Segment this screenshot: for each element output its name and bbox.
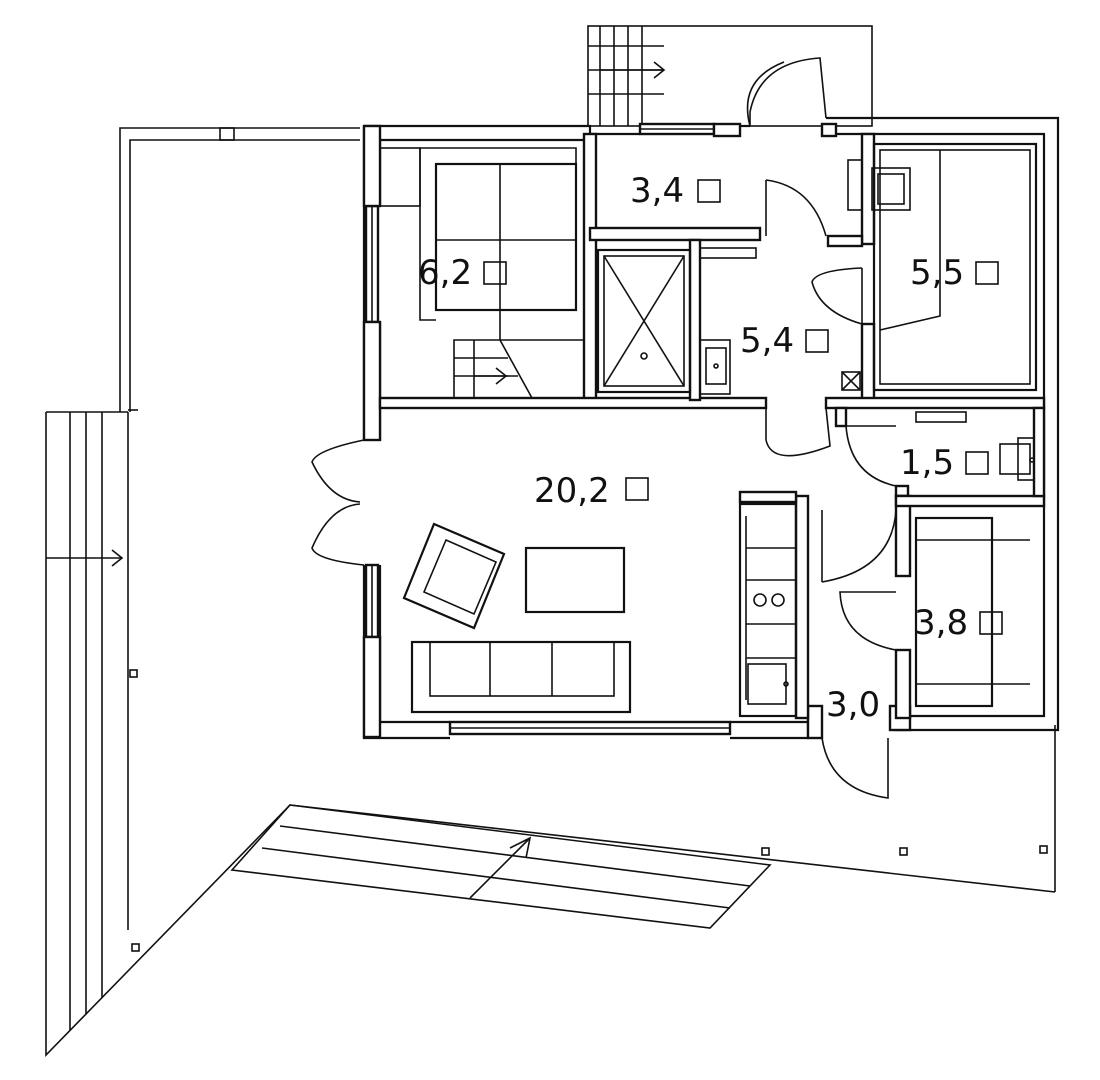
- interior-stairs: [453, 339, 533, 399]
- square-meter-icon: [697, 179, 721, 203]
- room-label-3-0: 3,0: [826, 685, 880, 725]
- bed-6-2: [379, 147, 584, 341]
- room-label-3-4: 3,4: [630, 171, 721, 211]
- square-meter-icon: [965, 451, 989, 475]
- room-area-3-4: 3,4: [630, 171, 684, 211]
- room-area-3-8: 3,8: [914, 603, 968, 643]
- room-labels: 6,2 3,4 5,5 5,4 1,5 20,2 3,8 3,0: [418, 171, 1003, 725]
- coffee-table: [524, 546, 626, 614]
- room-label-6-2: 6,2: [418, 253, 507, 293]
- bathroom-sink: [699, 247, 757, 395]
- square-meter-icon: [625, 477, 649, 501]
- room-label-1-5: 1,5: [900, 443, 989, 483]
- terrace-outline: [45, 127, 1056, 1057]
- square-meter-icon: [805, 329, 829, 353]
- armchair: [402, 522, 506, 630]
- room-area-6-2: 6,2: [418, 253, 472, 293]
- room-area-3-0: 3,0: [826, 685, 880, 725]
- square-meter-icon: [975, 261, 999, 285]
- back-steps: [587, 25, 873, 127]
- room-label-5-4: 5,4: [740, 321, 829, 361]
- front-steps: [230, 804, 772, 929]
- room-area-20-2: 20,2: [534, 471, 610, 511]
- room-label-3-8: 3,8: [914, 603, 1003, 643]
- room-area-5-4: 5,4: [740, 321, 794, 361]
- room-area-5-5: 5,5: [910, 253, 964, 293]
- vent-shaft: [841, 371, 861, 391]
- furniture: [379, 142, 1038, 718]
- room-label-20-2: 20,2: [534, 471, 649, 511]
- room-area-1-5: 1,5: [900, 443, 954, 483]
- toilet: [915, 411, 1035, 481]
- doors: [311, 57, 897, 799]
- bed-5-5: [847, 142, 1038, 392]
- sofa: [410, 640, 632, 714]
- square-meter-icon: [979, 611, 1003, 635]
- exterior-walls: [362, 116, 1060, 740]
- square-meter-icon: [483, 261, 507, 285]
- room-label-5-5: 5,5: [910, 253, 999, 293]
- kitchen-counter: [738, 502, 798, 718]
- shower: [596, 248, 692, 394]
